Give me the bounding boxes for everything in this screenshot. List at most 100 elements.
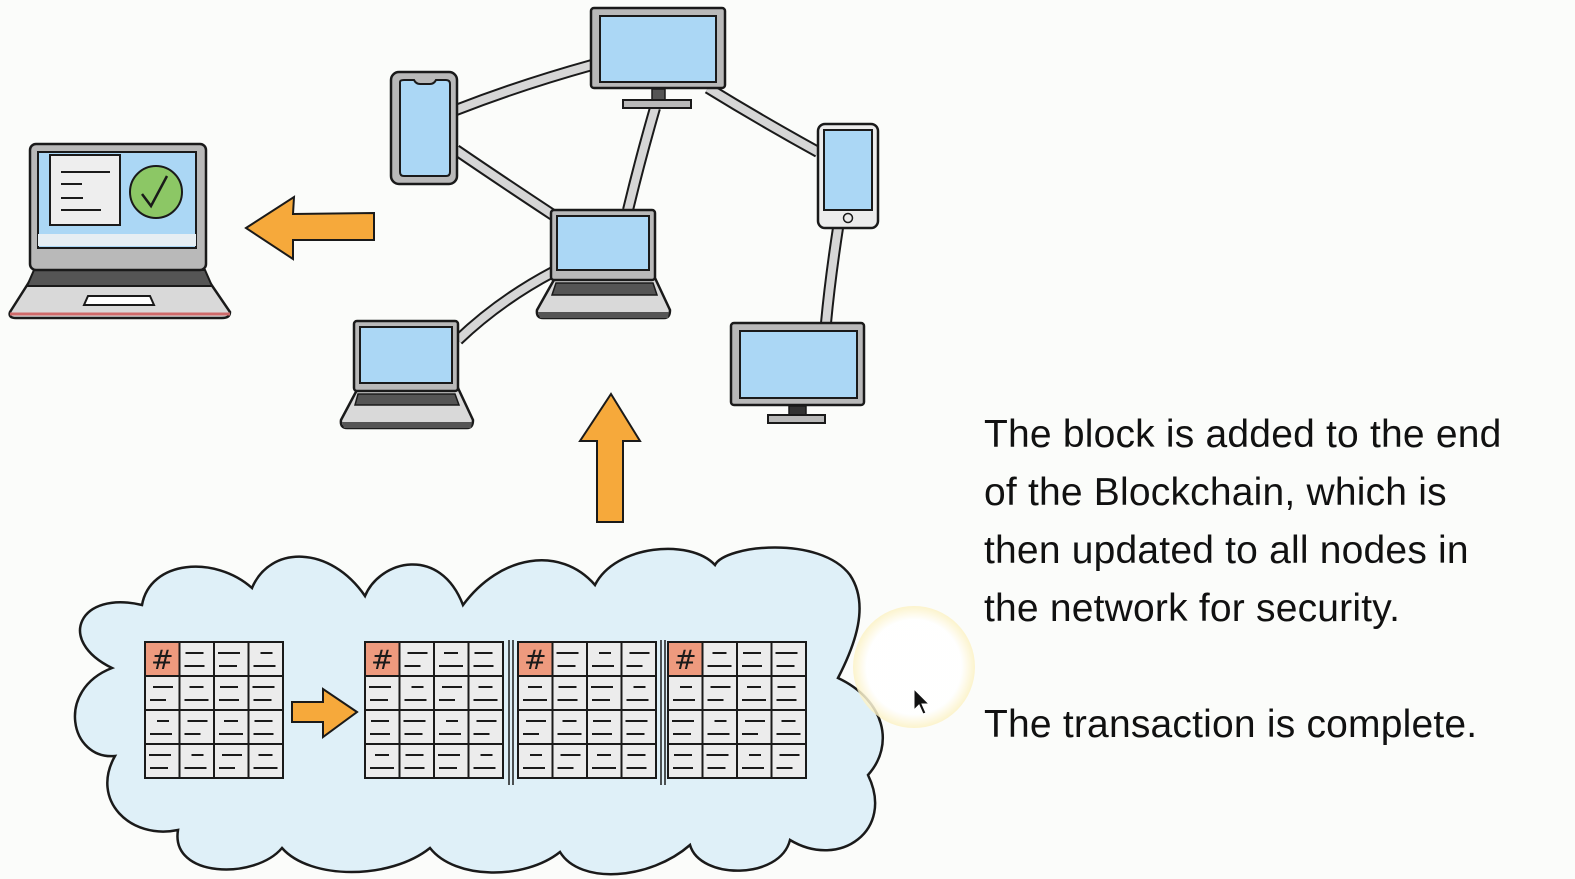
data-cell [620, 743, 657, 779]
cell-text-lines [625, 720, 648, 735]
data-cell [178, 675, 215, 711]
data-cell [247, 641, 284, 677]
laptop-node-center [535, 208, 672, 320]
monitor-node-top [589, 6, 727, 109]
data-cell [551, 743, 588, 779]
data-cell [467, 743, 504, 779]
data-cell [620, 641, 657, 677]
data-cell [398, 675, 435, 711]
cell-text-lines [184, 754, 207, 769]
data-cell [178, 743, 215, 779]
cell-text-lines [150, 720, 172, 735]
network-link-fill [705, 84, 820, 156]
cell-text-lines [219, 686, 239, 701]
data-cell [517, 743, 554, 779]
network-link-fill [822, 227, 842, 324]
smartphone-node-right [816, 122, 880, 230]
smartphone-node-left [389, 70, 459, 186]
data-cell [144, 743, 181, 779]
caption-line: then updated to all nodes in [984, 529, 1469, 572]
cell-text-lines [218, 652, 240, 667]
data-cell [701, 743, 738, 779]
cell-text-lines [557, 720, 582, 735]
data-cell [213, 709, 250, 745]
data-cell [398, 709, 435, 745]
hash-cell [667, 641, 704, 677]
chain-separator [660, 640, 666, 785]
data-cell [736, 641, 773, 677]
monitor-node-bottom-right [729, 321, 866, 424]
data-cell [620, 675, 657, 711]
data-cell [213, 743, 250, 779]
cell-text-lines [523, 686, 547, 701]
check-circle-icon [129, 165, 183, 219]
cell-text-lines [673, 754, 693, 769]
data-cell [667, 709, 704, 745]
data-cell [517, 709, 554, 745]
cell-text-lines [404, 652, 428, 667]
cell-text-lines [523, 720, 546, 735]
chain-separator [508, 640, 514, 785]
cell-text-lines [706, 754, 729, 769]
cell-text-lines [253, 652, 276, 667]
cell-text-lines [219, 720, 243, 735]
data-cell [586, 675, 623, 711]
cell-text-lines [184, 686, 209, 701]
cell-text-lines [776, 754, 800, 769]
data-cell [620, 709, 657, 745]
data-cell [770, 743, 807, 779]
data-cell [736, 743, 773, 779]
arrow-up-to-network [578, 392, 642, 523]
hash-label: # [371, 645, 394, 676]
data-cell [586, 743, 623, 779]
data-cell [213, 641, 250, 677]
cell-text-lines [150, 686, 173, 701]
cell-text-lines [591, 686, 613, 701]
cell-text-lines [776, 686, 797, 701]
network-link-fill [453, 146, 556, 219]
data-cell [770, 675, 807, 711]
data-cell [701, 709, 738, 745]
data-cell [770, 641, 807, 677]
data-cell [213, 675, 250, 711]
data-cell [586, 641, 623, 677]
chain-block: # [364, 641, 504, 779]
new-block: # [144, 641, 284, 779]
cell-text-lines [184, 720, 208, 735]
data-cell [467, 641, 504, 677]
cell-text-lines [473, 754, 496, 769]
cell-text-lines [473, 720, 497, 735]
data-cell [247, 709, 284, 745]
cell-text-lines [592, 754, 616, 769]
data-cell [701, 675, 738, 711]
cell-text-lines [439, 720, 461, 735]
network-links [452, 59, 844, 345]
cell-text-lines [439, 652, 463, 667]
data-cell [701, 641, 738, 677]
cell-text-lines [742, 652, 762, 667]
cell-text-lines [707, 652, 732, 667]
cell-text-lines [592, 652, 614, 667]
network-link-fill [624, 106, 659, 211]
data-cell [433, 743, 470, 779]
data-cell [433, 641, 470, 677]
network-link-fill [455, 268, 555, 343]
data-cell [364, 675, 401, 711]
slide-caption: The block is added to the end of the Blo… [984, 406, 1574, 754]
cell-text-lines [473, 686, 498, 701]
hash-label: # [151, 645, 174, 676]
cell-text-lines [253, 754, 278, 769]
data-cell [144, 675, 181, 711]
cell-text-lines [775, 652, 798, 667]
data-cell [467, 675, 504, 711]
cell-text-lines [707, 720, 730, 735]
cell-text-lines [557, 754, 581, 769]
cell-text-lines [369, 686, 391, 701]
chain-block: # [667, 641, 807, 779]
caption-line: the network for security. [984, 587, 1401, 630]
cell-text-lines [673, 686, 695, 701]
data-cell [770, 709, 807, 745]
cell-text-lines [592, 720, 612, 735]
chain-block: # [517, 641, 657, 779]
